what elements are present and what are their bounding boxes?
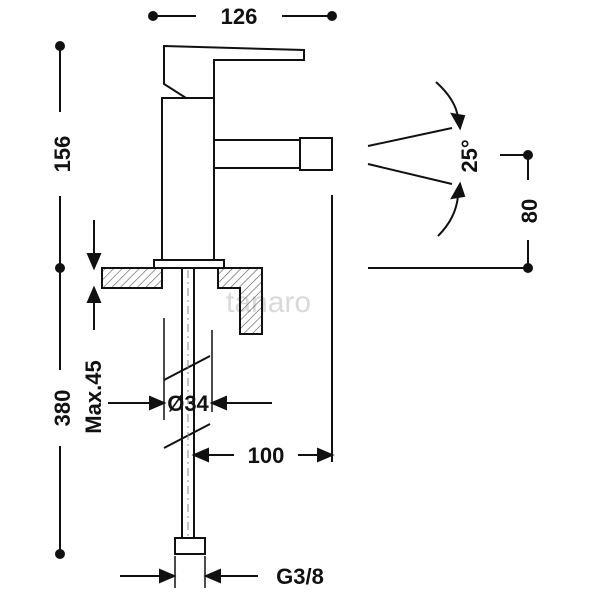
dim-max-thickness	[86, 220, 102, 330]
base-flange	[153, 259, 225, 269]
label-g38: G3/8	[276, 564, 324, 589]
dim-angle	[367, 81, 466, 237]
label-d34: Ø34	[167, 391, 209, 416]
dim-reach	[191, 195, 335, 463]
faucet-body	[153, 44, 333, 269]
label-max45: Max.45	[81, 360, 106, 433]
dim-spout-height	[368, 150, 533, 273]
supply-tubes	[174, 268, 206, 555]
dim-heights-left	[55, 41, 65, 559]
dim-hole-diameter	[108, 318, 272, 420]
countertop-section	[101, 267, 263, 335]
thread-connector	[174, 537, 206, 555]
label-156: 156	[50, 136, 75, 173]
break-lines	[163, 355, 211, 449]
countertop-right	[217, 267, 263, 335]
lever-handle	[163, 44, 305, 99]
watermark-text: tanaro	[226, 286, 311, 319]
body-column	[161, 97, 215, 261]
label-100: 100	[248, 443, 285, 468]
label-380: 380	[50, 390, 75, 427]
dim-width-top	[148, 11, 337, 21]
dim-thread	[120, 556, 258, 588]
label-80: 80	[517, 199, 542, 223]
spout-nozzle	[299, 137, 333, 171]
spout	[214, 139, 301, 169]
label-126: 126	[221, 4, 258, 29]
countertop-left	[101, 267, 163, 289]
label-25deg: 25°	[457, 139, 482, 172]
